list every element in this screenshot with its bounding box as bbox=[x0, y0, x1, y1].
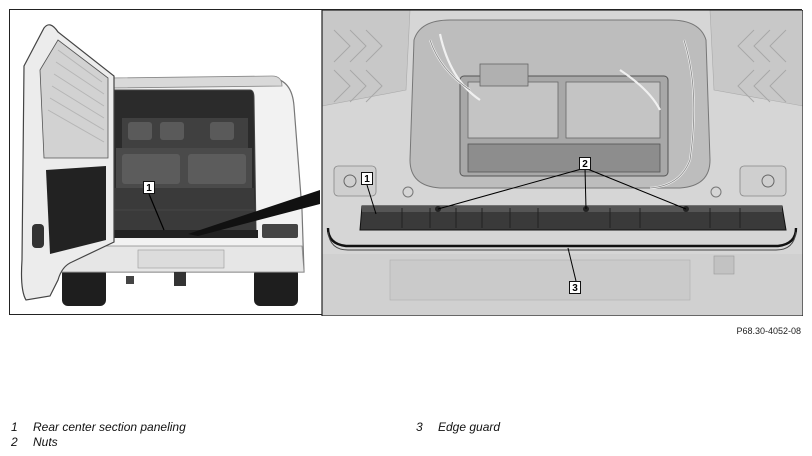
callout-1-vehicle: 1 bbox=[143, 181, 155, 194]
callout-2: 2 bbox=[579, 157, 591, 170]
detail-view bbox=[321, 10, 803, 316]
legend-label: Nuts bbox=[33, 435, 58, 449]
callout-3: 3 bbox=[569, 281, 581, 294]
image-reference-code: P68.30-4052-08 bbox=[736, 326, 801, 336]
legend-item: 2 Nuts bbox=[11, 435, 58, 449]
legend-number: 2 bbox=[11, 435, 18, 449]
legend-number: 3 bbox=[416, 420, 423, 434]
illustration-frame: 1 1 2 3 bbox=[9, 9, 803, 316]
callout-1-detail: 1 bbox=[361, 172, 373, 185]
legend-item: 1 Rear center section paneling bbox=[11, 420, 186, 434]
vehicle-illustration bbox=[20, 10, 803, 316]
vehicle-rear-view bbox=[20, 24, 320, 306]
legend-label: Rear center section paneling bbox=[33, 420, 186, 434]
legend-number: 1 bbox=[11, 420, 18, 434]
legend-item: 3 Edge guard bbox=[416, 420, 500, 434]
legend-label: Edge guard bbox=[438, 420, 501, 434]
